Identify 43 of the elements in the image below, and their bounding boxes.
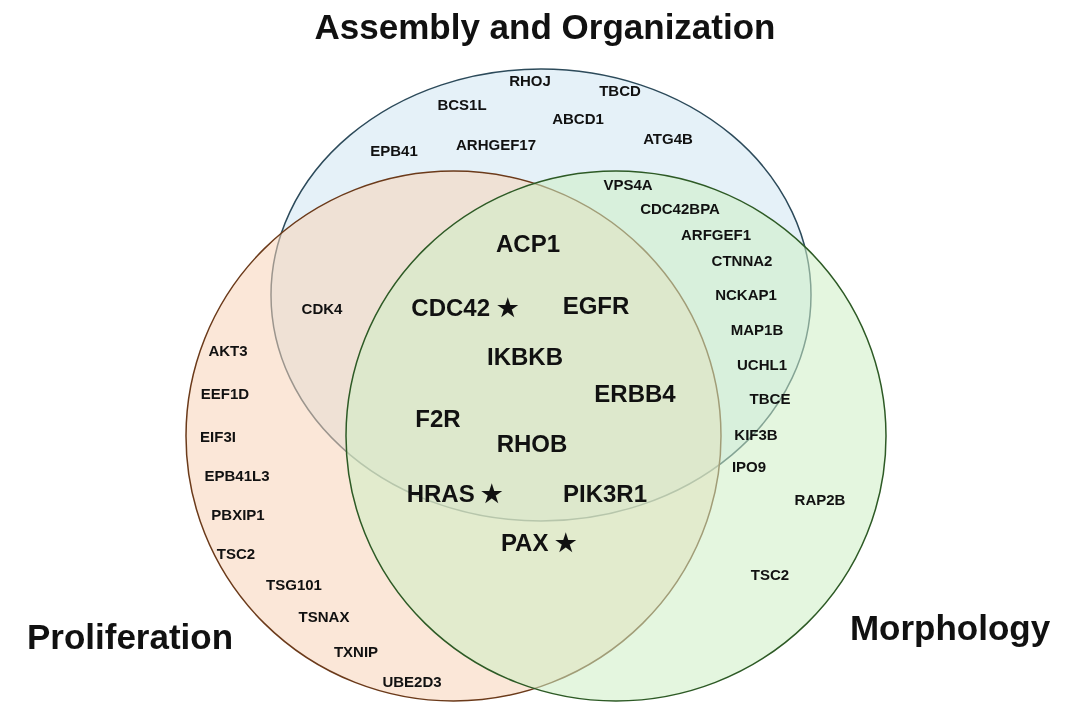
gene-label: UBE2D3 — [382, 673, 442, 689]
gene-label: VPS4A — [603, 176, 653, 192]
gene-label: F2R — [415, 407, 461, 431]
gene-label: UCHL1 — [737, 356, 787, 372]
gene-label: RAP2B — [794, 491, 846, 507]
gene-label: ABCD1 — [552, 110, 604, 126]
gene-label: EPB41 — [370, 142, 418, 158]
gene-label: TXNIP — [333, 643, 379, 659]
gene-label: CDC42BPA — [640, 200, 720, 216]
gene-label: KIF3B — [734, 426, 778, 442]
gene-label: TBCE — [749, 390, 791, 406]
gene-label: EEF1D — [200, 385, 250, 401]
gene-label: IPO9 — [731, 458, 767, 474]
gene-label: ACP1 — [496, 232, 560, 256]
gene-label: ERBB4 — [594, 382, 676, 406]
gene-label: RHOB — [496, 432, 568, 456]
gene-label: ATG4B — [643, 130, 693, 146]
gene-label: EIF3I — [200, 428, 236, 444]
gene-label: MAP1B — [730, 321, 784, 337]
gene-label: BCS1L — [437, 96, 487, 112]
gene-label: AKT3 — [208, 342, 248, 358]
gene-label: TSNAX — [298, 608, 350, 624]
gene-label: RHOJ — [509, 72, 551, 88]
gene-label: TBCD — [599, 82, 641, 98]
gene-label: TSC2 — [750, 566, 790, 582]
gene-label: EPB41L3 — [204, 467, 270, 483]
gene-label: IKBKB — [487, 345, 563, 369]
gene-label: PIK3R1 — [563, 482, 647, 506]
gene-label: CTNNA2 — [711, 252, 773, 268]
gene-label: ARFGEF1 — [681, 226, 751, 242]
gene-label: TSC2 — [216, 545, 256, 561]
set-heading: Morphology — [849, 608, 1051, 648]
gene-label: TSG101 — [266, 576, 322, 592]
gene-label: NCKAP1 — [715, 286, 777, 302]
set-heading: Assembly and Organization — [314, 7, 776, 47]
gene-label: EGFR — [562, 294, 630, 318]
gene-label: PAX ★ — [500, 531, 578, 555]
gene-label: HRAS ★ — [406, 482, 504, 506]
gene-label: PBXIP1 — [211, 506, 265, 522]
gene-label: CDK4 — [301, 300, 343, 316]
gene-label: ARHGEF17 — [456, 136, 536, 152]
set-heading: Proliferation — [26, 617, 234, 657]
gene-label: CDC42 ★ — [411, 296, 519, 320]
